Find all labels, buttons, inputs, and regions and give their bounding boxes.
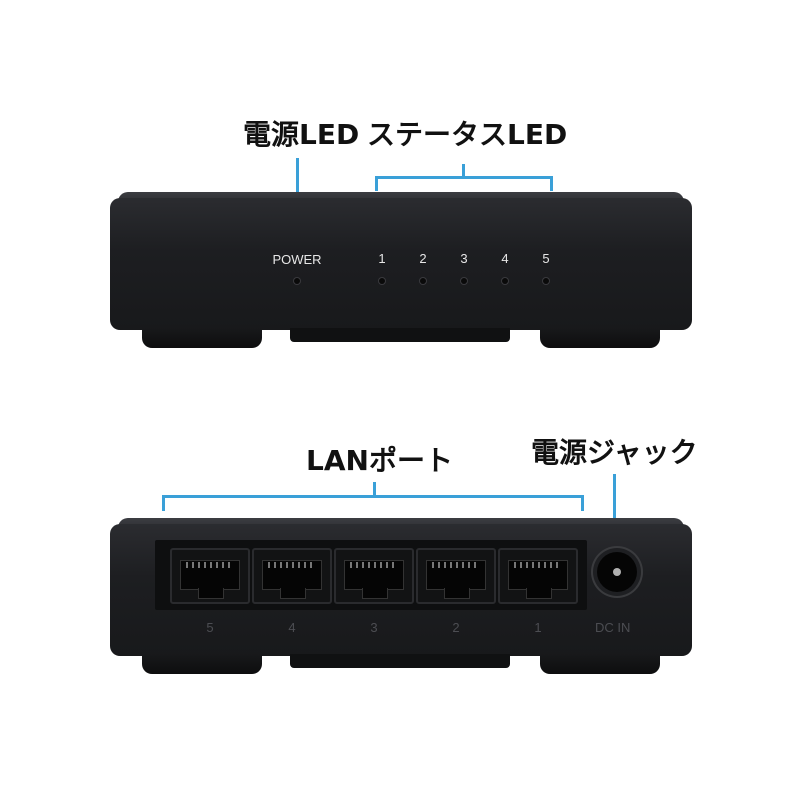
front-chassis — [110, 198, 692, 330]
dc-in-jack[interactable] — [597, 552, 637, 592]
dc-in-label: DC IN — [595, 620, 631, 635]
lan-port-5[interactable] — [170, 548, 250, 604]
status-led-3 — [461, 278, 467, 284]
rear-foot-left — [142, 654, 262, 674]
status-led-1 — [379, 278, 385, 284]
port-number-3: 3 — [370, 620, 378, 635]
lan-ports-bracket-stem — [373, 482, 376, 497]
rear-foot-right — [540, 654, 660, 674]
power-jack-callout: 電源ジャック — [531, 436, 698, 469]
status-led-callout: ステータスLED — [367, 118, 568, 151]
lan-ports-bracket-left — [162, 495, 165, 511]
status-led-bracket-stem — [462, 164, 465, 178]
status-led-label-5: 5 — [542, 251, 550, 266]
status-led-label-3: 3 — [460, 251, 468, 266]
status-led-2 — [420, 278, 426, 284]
status-led-5 — [543, 278, 549, 284]
power-led — [294, 278, 300, 284]
lan-port-2[interactable] — [416, 548, 496, 604]
port-number-2: 2 — [452, 620, 460, 635]
power-jack-pointer-line — [613, 474, 616, 546]
lan-port-4[interactable] — [252, 548, 332, 604]
status-led-label-2: 2 — [419, 251, 427, 266]
power-led-label: POWER — [272, 252, 322, 267]
port-number-1: 1 — [534, 620, 542, 635]
status-led-label-1: 1 — [378, 251, 386, 266]
front-base — [290, 328, 510, 342]
power-led-callout: 電源LED — [243, 118, 360, 151]
front-foot-right — [540, 328, 660, 348]
lan-ports-callout: LANポート — [306, 444, 453, 477]
status-led-label-4: 4 — [501, 251, 509, 266]
port-number-4: 4 — [288, 620, 296, 635]
front-foot-left — [142, 328, 262, 348]
status-led-4 — [502, 278, 508, 284]
status-led-bracket-right — [550, 176, 553, 191]
lan-port-1[interactable] — [498, 548, 578, 604]
port-number-5: 5 — [206, 620, 214, 635]
rear-base — [290, 654, 510, 668]
lan-ports-bracket-right — [581, 495, 584, 511]
status-led-bracket-left — [375, 176, 378, 191]
lan-port-3[interactable] — [334, 548, 414, 604]
